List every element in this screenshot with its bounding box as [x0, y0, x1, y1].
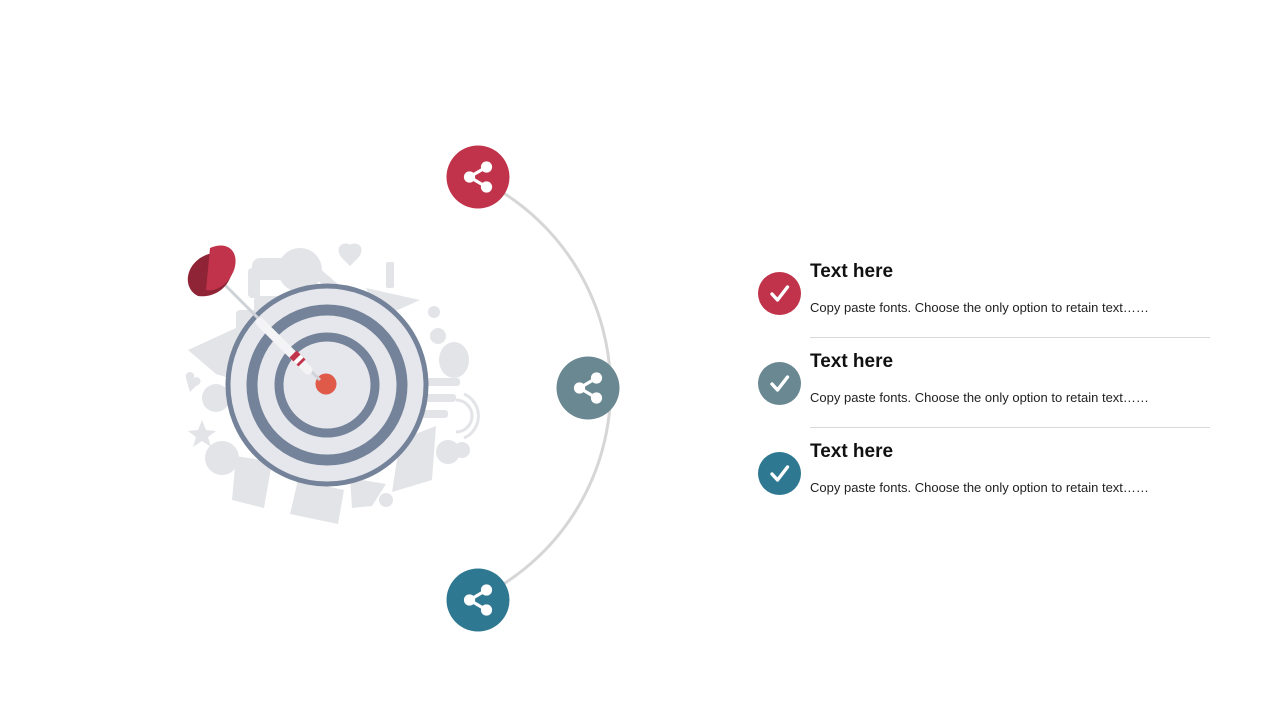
divider [810, 337, 1210, 338]
item-title: Text here [810, 351, 894, 372]
share-icon [573, 372, 603, 404]
list-item: Text here Copy paste fonts. Choose the o… [758, 348, 1210, 438]
share-node-middle[interactable] [556, 356, 620, 420]
item-title: Text here [810, 441, 894, 462]
check-badge [758, 452, 801, 495]
checkmark-icon [770, 375, 790, 392]
dart-icon [187, 245, 322, 382]
check-badge [758, 272, 801, 315]
share-node-bottom[interactable] [446, 568, 510, 632]
divider [810, 427, 1210, 428]
item-body: Copy paste fonts. Choose the only option… [810, 300, 1149, 315]
item-body: Copy paste fonts. Choose the only option… [810, 480, 1149, 495]
list-item: Text here Copy paste fonts. Choose the o… [758, 258, 1210, 348]
checkmark-icon [770, 465, 790, 482]
item-title: Text here [810, 261, 894, 282]
share-node-top[interactable] [446, 145, 510, 209]
list-item: Text here Copy paste fonts. Choose the o… [758, 438, 1210, 528]
share-icon [463, 161, 493, 193]
check-badge [758, 362, 801, 405]
text-items: Text here Copy paste fonts. Choose the o… [758, 258, 1210, 528]
share-icon [463, 584, 493, 616]
item-body: Copy paste fonts. Choose the only option… [810, 390, 1149, 405]
checkmark-icon [770, 285, 790, 302]
